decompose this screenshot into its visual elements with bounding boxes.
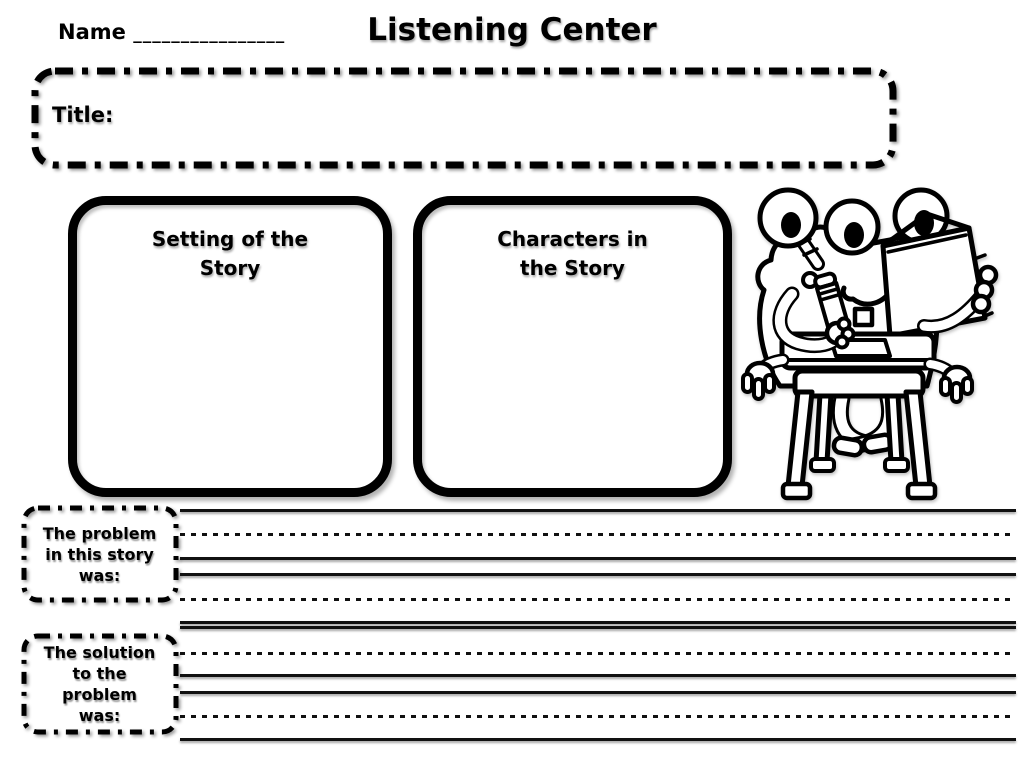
monster-legs <box>831 389 899 458</box>
side-hands <box>741 353 974 404</box>
writing-line <box>180 509 1016 512</box>
name-blank-line: ________________ <box>133 24 286 44</box>
book-arm <box>917 264 999 334</box>
monster-at-desk-illustration <box>741 187 999 501</box>
setting-box: Setting of the Story <box>68 196 392 497</box>
writing-line <box>180 621 1016 624</box>
monster-smile <box>840 284 896 307</box>
book <box>880 211 994 339</box>
writing-line <box>180 652 1016 655</box>
writing-lines-problem <box>180 509 1016 625</box>
writing-line <box>180 738 1016 741</box>
writing-line <box>180 715 1016 718</box>
name-label: Name <box>58 20 126 44</box>
writing-line <box>180 626 1016 629</box>
solution-prompt: The solution to the problem was: <box>43 643 156 725</box>
writing-line <box>180 674 1016 677</box>
title-label: Title: <box>52 103 114 127</box>
problem-box-border <box>21 505 179 603</box>
characters-box: Characters in the Story <box>413 196 732 497</box>
problem-prompt: The problem in this story was: <box>42 523 157 585</box>
writing-line <box>180 598 1016 601</box>
name-field: Name ________________ <box>58 20 285 44</box>
monster-tooth <box>852 306 875 328</box>
writing-lines-solution <box>180 626 1016 742</box>
writing-line <box>180 557 1016 560</box>
writing-line <box>180 533 1016 536</box>
writing-line <box>180 573 1016 576</box>
characters-box-label: Characters in the Story <box>497 227 648 280</box>
school-desk <box>779 331 938 501</box>
writing-line <box>180 691 1016 694</box>
solution-box-border <box>21 633 179 735</box>
setting-box-label: Setting of the Story <box>151 227 309 280</box>
writing-hand <box>824 316 856 350</box>
page-title: Listening Center <box>367 12 657 48</box>
title-box-border <box>31 67 897 169</box>
